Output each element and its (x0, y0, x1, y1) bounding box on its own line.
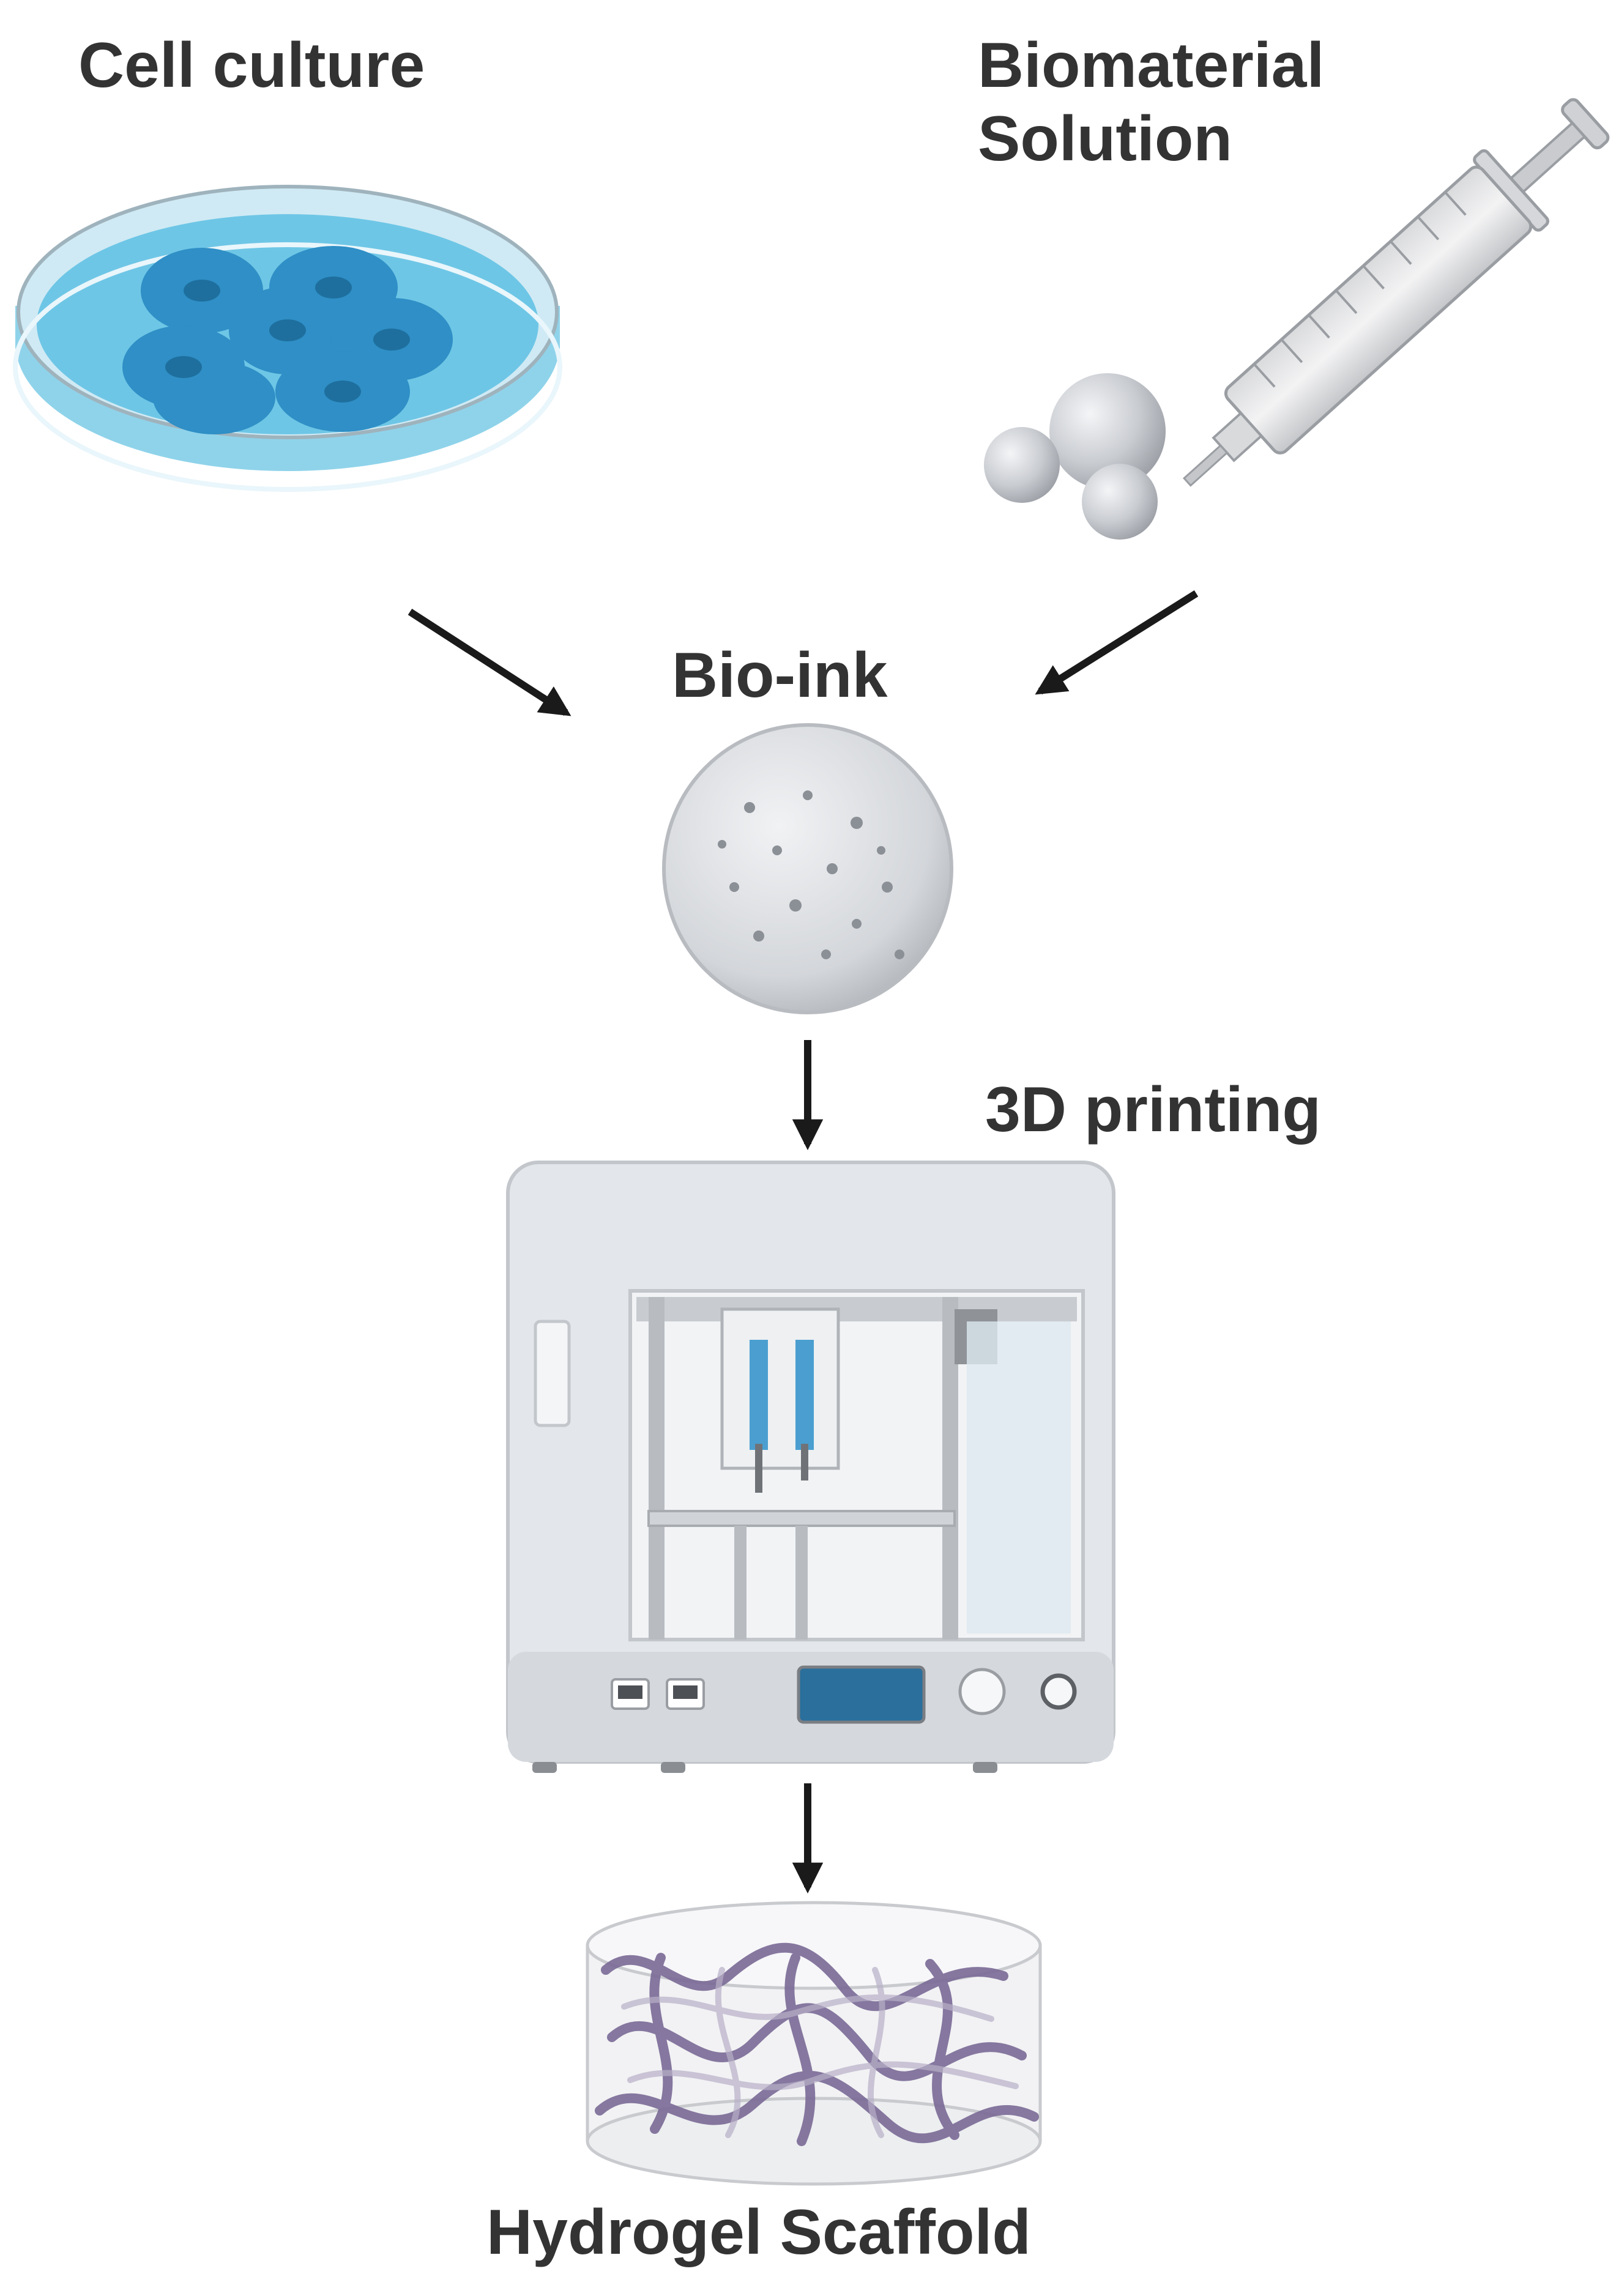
arrow-from-cell-culture (408, 608, 572, 716)
biomaterial-bubbles-icon (984, 373, 1166, 540)
bio-ink-sphere-icon (662, 723, 953, 1014)
cell-culture-label: Cell culture (78, 30, 425, 101)
hydrogel-scaffold-label: Hydrogel Scaffold (486, 2197, 1031, 2268)
hydrogel-scaffold-icon (586, 1901, 1042, 2186)
3d-printer-icon (506, 1161, 1115, 1773)
syringe-icon (1182, 98, 1610, 487)
3d-printing-label: 3D printing (985, 1074, 1321, 1145)
printer-knob-icon (958, 1668, 1006, 1715)
cell-cluster-icon (122, 246, 453, 434)
petri-dish-icon (13, 185, 562, 492)
arrow-from-biomaterial (1035, 590, 1199, 695)
bio-ink-label: Bio-ink (672, 640, 888, 711)
biomaterial-label-line1: Biomaterial (978, 30, 1325, 101)
biomaterial-solution-label: Biomaterial Solution (978, 29, 1324, 176)
biomaterial-label-line2: Solution (978, 103, 1232, 174)
printer-display-icon (797, 1665, 926, 1724)
printer-control-panel (611, 1665, 1077, 1724)
printer-power-icon (1040, 1673, 1077, 1710)
